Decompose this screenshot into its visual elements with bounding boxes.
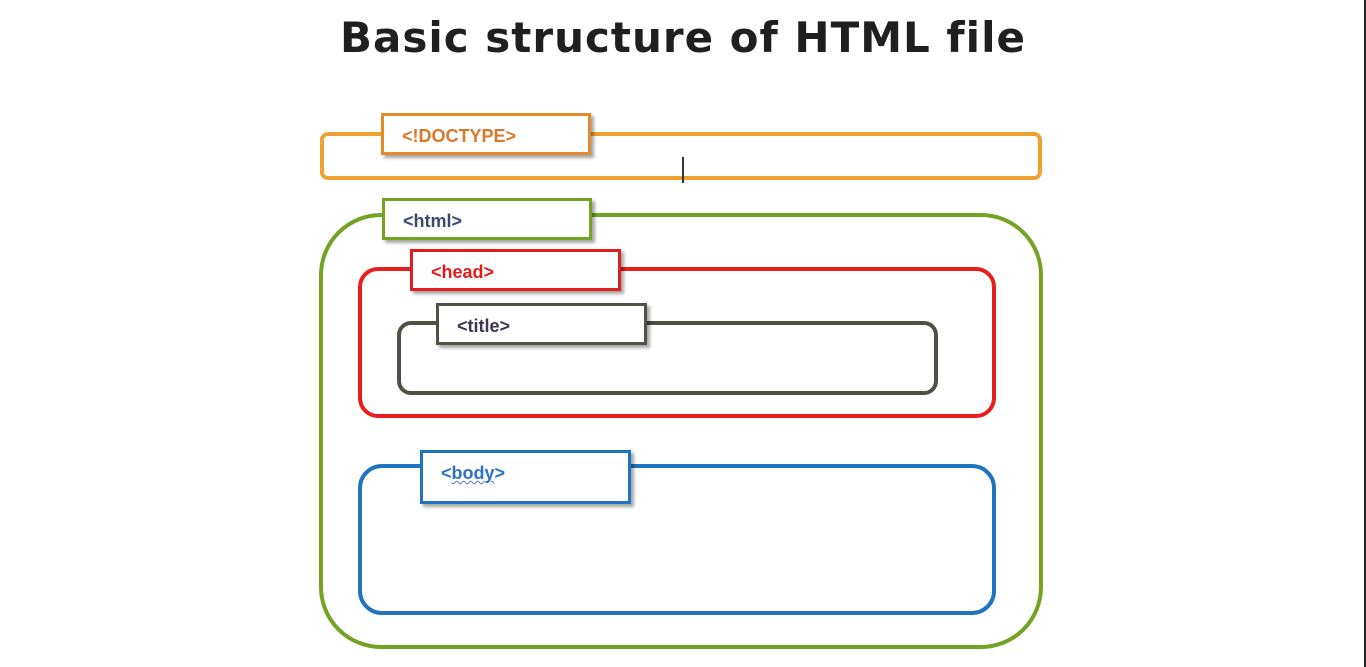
html-tag: <html> — [382, 198, 592, 240]
head-label: <head> — [431, 262, 495, 282]
doctype-tag: <!DOCTYPE> — [381, 113, 591, 155]
slide-title: Basic structure of HTML file — [340, 13, 1026, 62]
body-container — [358, 464, 996, 615]
title-tag: <title> — [436, 303, 647, 345]
html-container — [319, 213, 1043, 649]
text-cursor — [682, 157, 684, 183]
title-container — [397, 321, 938, 395]
doctype-container — [320, 132, 1042, 180]
doctype-label: <!DOCTYPE> — [402, 126, 517, 146]
body-tag: <body> — [420, 450, 631, 504]
html-label: <html> — [403, 211, 463, 231]
body-label: <body> — [441, 463, 506, 483]
head-tag: <head> — [410, 249, 621, 291]
right-edge-line — [1364, 0, 1366, 667]
head-container — [358, 267, 996, 418]
title-label: <title> — [457, 316, 511, 336]
body-label-word: body — [451, 463, 495, 483]
